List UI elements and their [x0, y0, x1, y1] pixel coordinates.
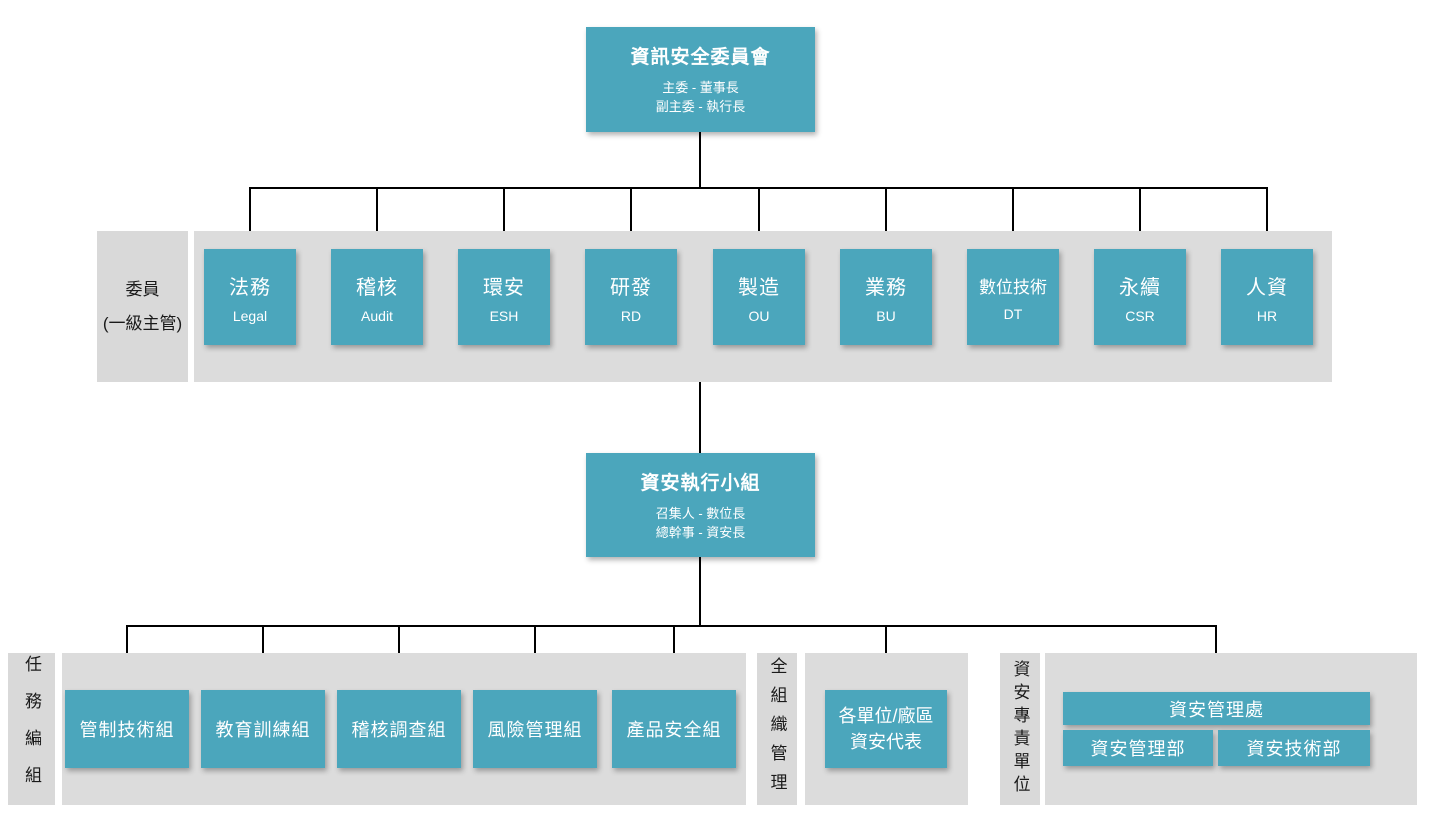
members-label-line1: 委員 — [125, 279, 160, 299]
member-node-legal: 法務 Legal — [204, 249, 296, 345]
dedicated-band-label: 資安專責單位 — [1000, 653, 1040, 805]
exec-team-title: 資安執行小組 — [640, 472, 761, 494]
task-node-control-tech: 管制技術組 — [65, 690, 189, 768]
member-node-bu: 業務 BU — [840, 249, 932, 345]
member-en-label: HR — [1256, 307, 1278, 324]
member-zh-label: 法務 — [229, 276, 271, 299]
task-label: 稽核調查組 — [351, 720, 447, 740]
task-node-audit-investigation: 稽核調查組 — [337, 690, 461, 768]
security-technology-dept-node: 資安技術部 — [1218, 730, 1370, 766]
security-exec-team-node: 資安執行小組 召集人 - 數位長 總幹事 - 資安長 — [586, 453, 815, 557]
member-zh-label: 研發 — [610, 276, 652, 299]
task-label: 產品安全組 — [626, 720, 722, 740]
member-zh-label: 稽核 — [356, 276, 398, 299]
member-zh-label: 人資 — [1246, 276, 1288, 299]
member-zh-label: 永續 — [1119, 276, 1161, 299]
committee-vice-chair-line: 副主委 - 執行長 — [655, 99, 746, 114]
member-en-label: Legal — [232, 307, 268, 324]
member-zh-label: 業務 — [865, 276, 907, 299]
member-node-csr: 永續 CSR — [1094, 249, 1186, 345]
member-en-label: ESH — [489, 307, 519, 324]
orgwide-reps-node: 各單位/廠區 資安代表 — [825, 690, 947, 768]
member-node-hr: 人資 HR — [1221, 249, 1313, 345]
orgwide-band-label-text: 全組織管理 — [767, 656, 787, 802]
member-en-label: RD — [620, 307, 642, 324]
committee-chair-line: 主委 - 董事長 — [662, 80, 739, 96]
task-label: 教育訓練組 — [215, 720, 311, 740]
member-zh-label: 環安 — [483, 276, 525, 299]
member-node-rd: 研發 RD — [585, 249, 677, 345]
orgwide-reps-line1: 各單位/廠區 — [838, 705, 934, 726]
info-security-committee-node: 資訊安全委員會 主委 - 董事長 副主委 - 執行長 — [586, 27, 815, 132]
member-node-esh: 環安 ESH — [458, 249, 550, 345]
committee-title: 資訊安全委員會 — [630, 47, 771, 69]
task-band-label: 任務編組 — [8, 653, 55, 805]
task-node-education-training: 教育訓練組 — [201, 690, 325, 768]
member-en-label: CSR — [1125, 307, 1155, 324]
members-label-line2: (一級主管) — [102, 313, 183, 333]
member-node-dt: 數位技術 DT — [967, 249, 1059, 345]
member-zh-label: 製造 — [738, 276, 780, 299]
exec-secretary-line: 總幹事 - 資安長 — [655, 524, 746, 540]
dedicated-unit-band — [1045, 653, 1417, 805]
member-node-ou: 製造 OU — [713, 249, 805, 345]
members-band-label: 委員 (一級主管) — [97, 231, 188, 382]
task-label: 管制技術組 — [79, 720, 175, 740]
task-node-risk-management: 風險管理組 — [473, 690, 597, 768]
dedicated-band-label-text: 資安專責單位 — [1010, 660, 1030, 798]
member-zh-label: 數位技術 — [979, 277, 1047, 297]
security-management-dept-node: 資安管理部 — [1063, 730, 1213, 766]
security-management-division-node: 資安管理處 — [1063, 692, 1370, 725]
exec-convener-line: 召集人 - 數位長 — [655, 505, 746, 521]
dept-label: 資安管理部 — [1090, 739, 1186, 759]
member-en-label: DT — [1003, 305, 1023, 322]
division-label: 資安管理處 — [1169, 699, 1264, 720]
member-node-audit: 稽核 Audit — [331, 249, 423, 345]
task-label: 風險管理組 — [487, 720, 583, 740]
orgwide-band-label: 全組織管理 — [757, 653, 797, 805]
orgwide-reps-line2: 資安代表 — [850, 732, 922, 752]
member-en-label: OU — [748, 307, 770, 324]
task-band-label-text: 任務編組 — [22, 655, 41, 803]
member-en-label: BU — [876, 307, 896, 324]
dept-label: 資安技術部 — [1246, 739, 1342, 759]
task-node-product-security: 產品安全組 — [612, 690, 736, 768]
member-en-label: Audit — [361, 307, 393, 324]
